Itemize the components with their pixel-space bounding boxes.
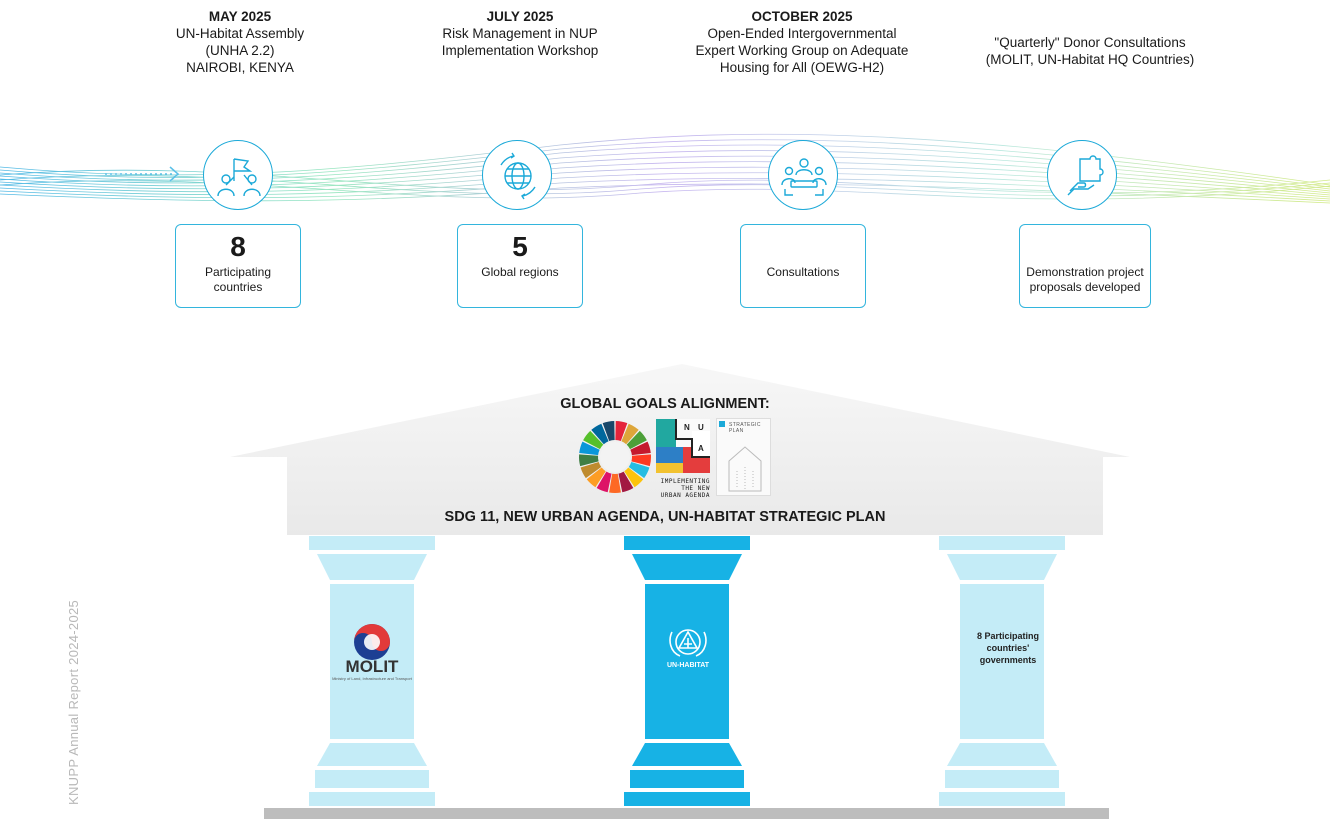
- un-habitat-logo: UN-HABITAT: [646, 624, 730, 669]
- sdg-wheel-segment: [609, 473, 621, 493]
- event-date: OCTOBER 2025: [751, 9, 853, 24]
- strategic-plan-cover: STRATEGIC PLAN: [716, 418, 771, 496]
- stat-value: 5: [512, 231, 528, 262]
- report-side-label: KNUPP Annual Report 2024-2025: [66, 599, 81, 805]
- event-line: (UNHA 2.2): [205, 43, 275, 58]
- governments-caption: 8 Participating countries' governments: [976, 631, 1039, 665]
- event-date: MAY 2025: [208, 9, 272, 24]
- molit-name: MOLIT: [345, 657, 399, 676]
- event-line: NAIROBI, KENYA: [186, 60, 294, 75]
- hand-puzzle-icon: [1047, 140, 1117, 210]
- stat-label: Participating: [204, 265, 272, 279]
- sdg-wheel-segment: [580, 461, 602, 479]
- un-habitat-name: UN-HABITAT: [666, 662, 710, 669]
- event-quarterly: "Quarterly" Donor Consultations (MOLIT, …: [950, 34, 1230, 68]
- pillar-2: [624, 536, 750, 806]
- sdg-wheel-segment: [583, 430, 604, 450]
- sdg-wheel-segment: [628, 461, 650, 479]
- event-date: JULY 2025: [486, 9, 554, 24]
- molit-logo: MOLIT Ministry of Land, Infrastructure a…: [330, 622, 414, 682]
- event-line: (MOLIT, UN-Habitat HQ Countries): [985, 52, 1195, 67]
- event-july: JULY 2025 Risk Management in NUP Impleme…: [410, 8, 630, 59]
- event-may: MAY 2025 UN-Habitat Assembly (UNHA 2.2) …: [140, 8, 340, 76]
- molit-caption: Ministry of Land, Infrastructure and Tra…: [332, 676, 412, 681]
- stat-label: Demonstration project: [1026, 265, 1144, 279]
- pillar-3: [939, 536, 1065, 806]
- stat-label: proposals developed: [1029, 280, 1141, 294]
- raised-hands-flag-icon: [203, 140, 273, 210]
- plan-cover-text: PLAN: [729, 428, 744, 434]
- event-line: UN-Habitat Assembly: [175, 26, 305, 41]
- ribbon-wave: [0, 133, 1330, 204]
- nua-letter: U: [698, 423, 704, 432]
- event-line: Open-Ended Intergovernmental: [707, 26, 897, 41]
- event-october: OCTOBER 2025 Open-Ended Intergovernmenta…: [672, 8, 932, 76]
- nua-logo: N U A IMPLEMENTING THE NEW URBAN AGENDA: [656, 419, 710, 499]
- sdg-wheel-segment: [602, 421, 615, 442]
- event-line: Housing for All (OEWG-H2): [719, 60, 885, 75]
- temple-base: [264, 808, 1109, 819]
- stat-box-proposals: Demonstration project proposals develope…: [1019, 224, 1151, 308]
- alignment-heading: GLOBAL GOALS ALIGNMENT:: [560, 396, 770, 412]
- stat-label: Global regions: [481, 265, 559, 279]
- stat-box-consultations: Consultations: [740, 224, 866, 308]
- nua-letter: N: [684, 423, 690, 432]
- stat-box-regions: 5 Global regions: [457, 224, 583, 308]
- pillar-1: [309, 536, 435, 806]
- stat-box-countries: 8 Participating countries: [175, 224, 301, 308]
- sdg-wheel-segment: [579, 441, 600, 456]
- sdg-wheel-segment: [579, 454, 599, 467]
- nua-caption: URBAN AGENDA: [660, 492, 710, 499]
- sdg-wheel-segment: [586, 467, 606, 488]
- event-line: Implementation Workshop: [441, 43, 599, 58]
- globe-icon: [482, 140, 552, 210]
- nua-caption: THE NEW: [681, 485, 710, 492]
- stat-value: 8: [230, 231, 246, 262]
- sdg-wheel-segment: [631, 454, 651, 467]
- sdg-wheel-segment: [596, 471, 612, 493]
- meeting-table-icon: [768, 140, 838, 210]
- stat-label: countries: [213, 280, 263, 294]
- alignment-subheading: SDG 11, NEW URBAN AGENDA, UN-HABITAT STR…: [444, 509, 886, 525]
- un-emblem-icon: [669, 629, 707, 657]
- taegeuk-icon: [354, 624, 390, 660]
- pillars: [264, 536, 1109, 819]
- sdg-wheel-segment: [630, 441, 651, 456]
- nua-letter: A: [698, 444, 704, 453]
- sdg-wheel-segment: [615, 421, 628, 442]
- sdg-wheel-segment: [624, 467, 644, 488]
- plan-cover-text: STRATEGIC: [729, 422, 761, 428]
- sdg-wheel-segment: [621, 423, 639, 445]
- event-line: Expert Working Group on Adequate: [695, 43, 909, 58]
- event-line: Risk Management in NUP: [442, 26, 598, 41]
- sdg-wheel-icon: [579, 421, 651, 493]
- sdg-wheel-segment: [618, 471, 634, 493]
- stat-label: Consultations: [766, 265, 840, 279]
- event-line: "Quarterly" Donor Consultations: [994, 35, 1186, 50]
- nua-caption: IMPLEMENTING: [660, 478, 710, 485]
- sdg-wheel-segment: [591, 423, 609, 445]
- sdg-wheel-segment: [626, 430, 647, 450]
